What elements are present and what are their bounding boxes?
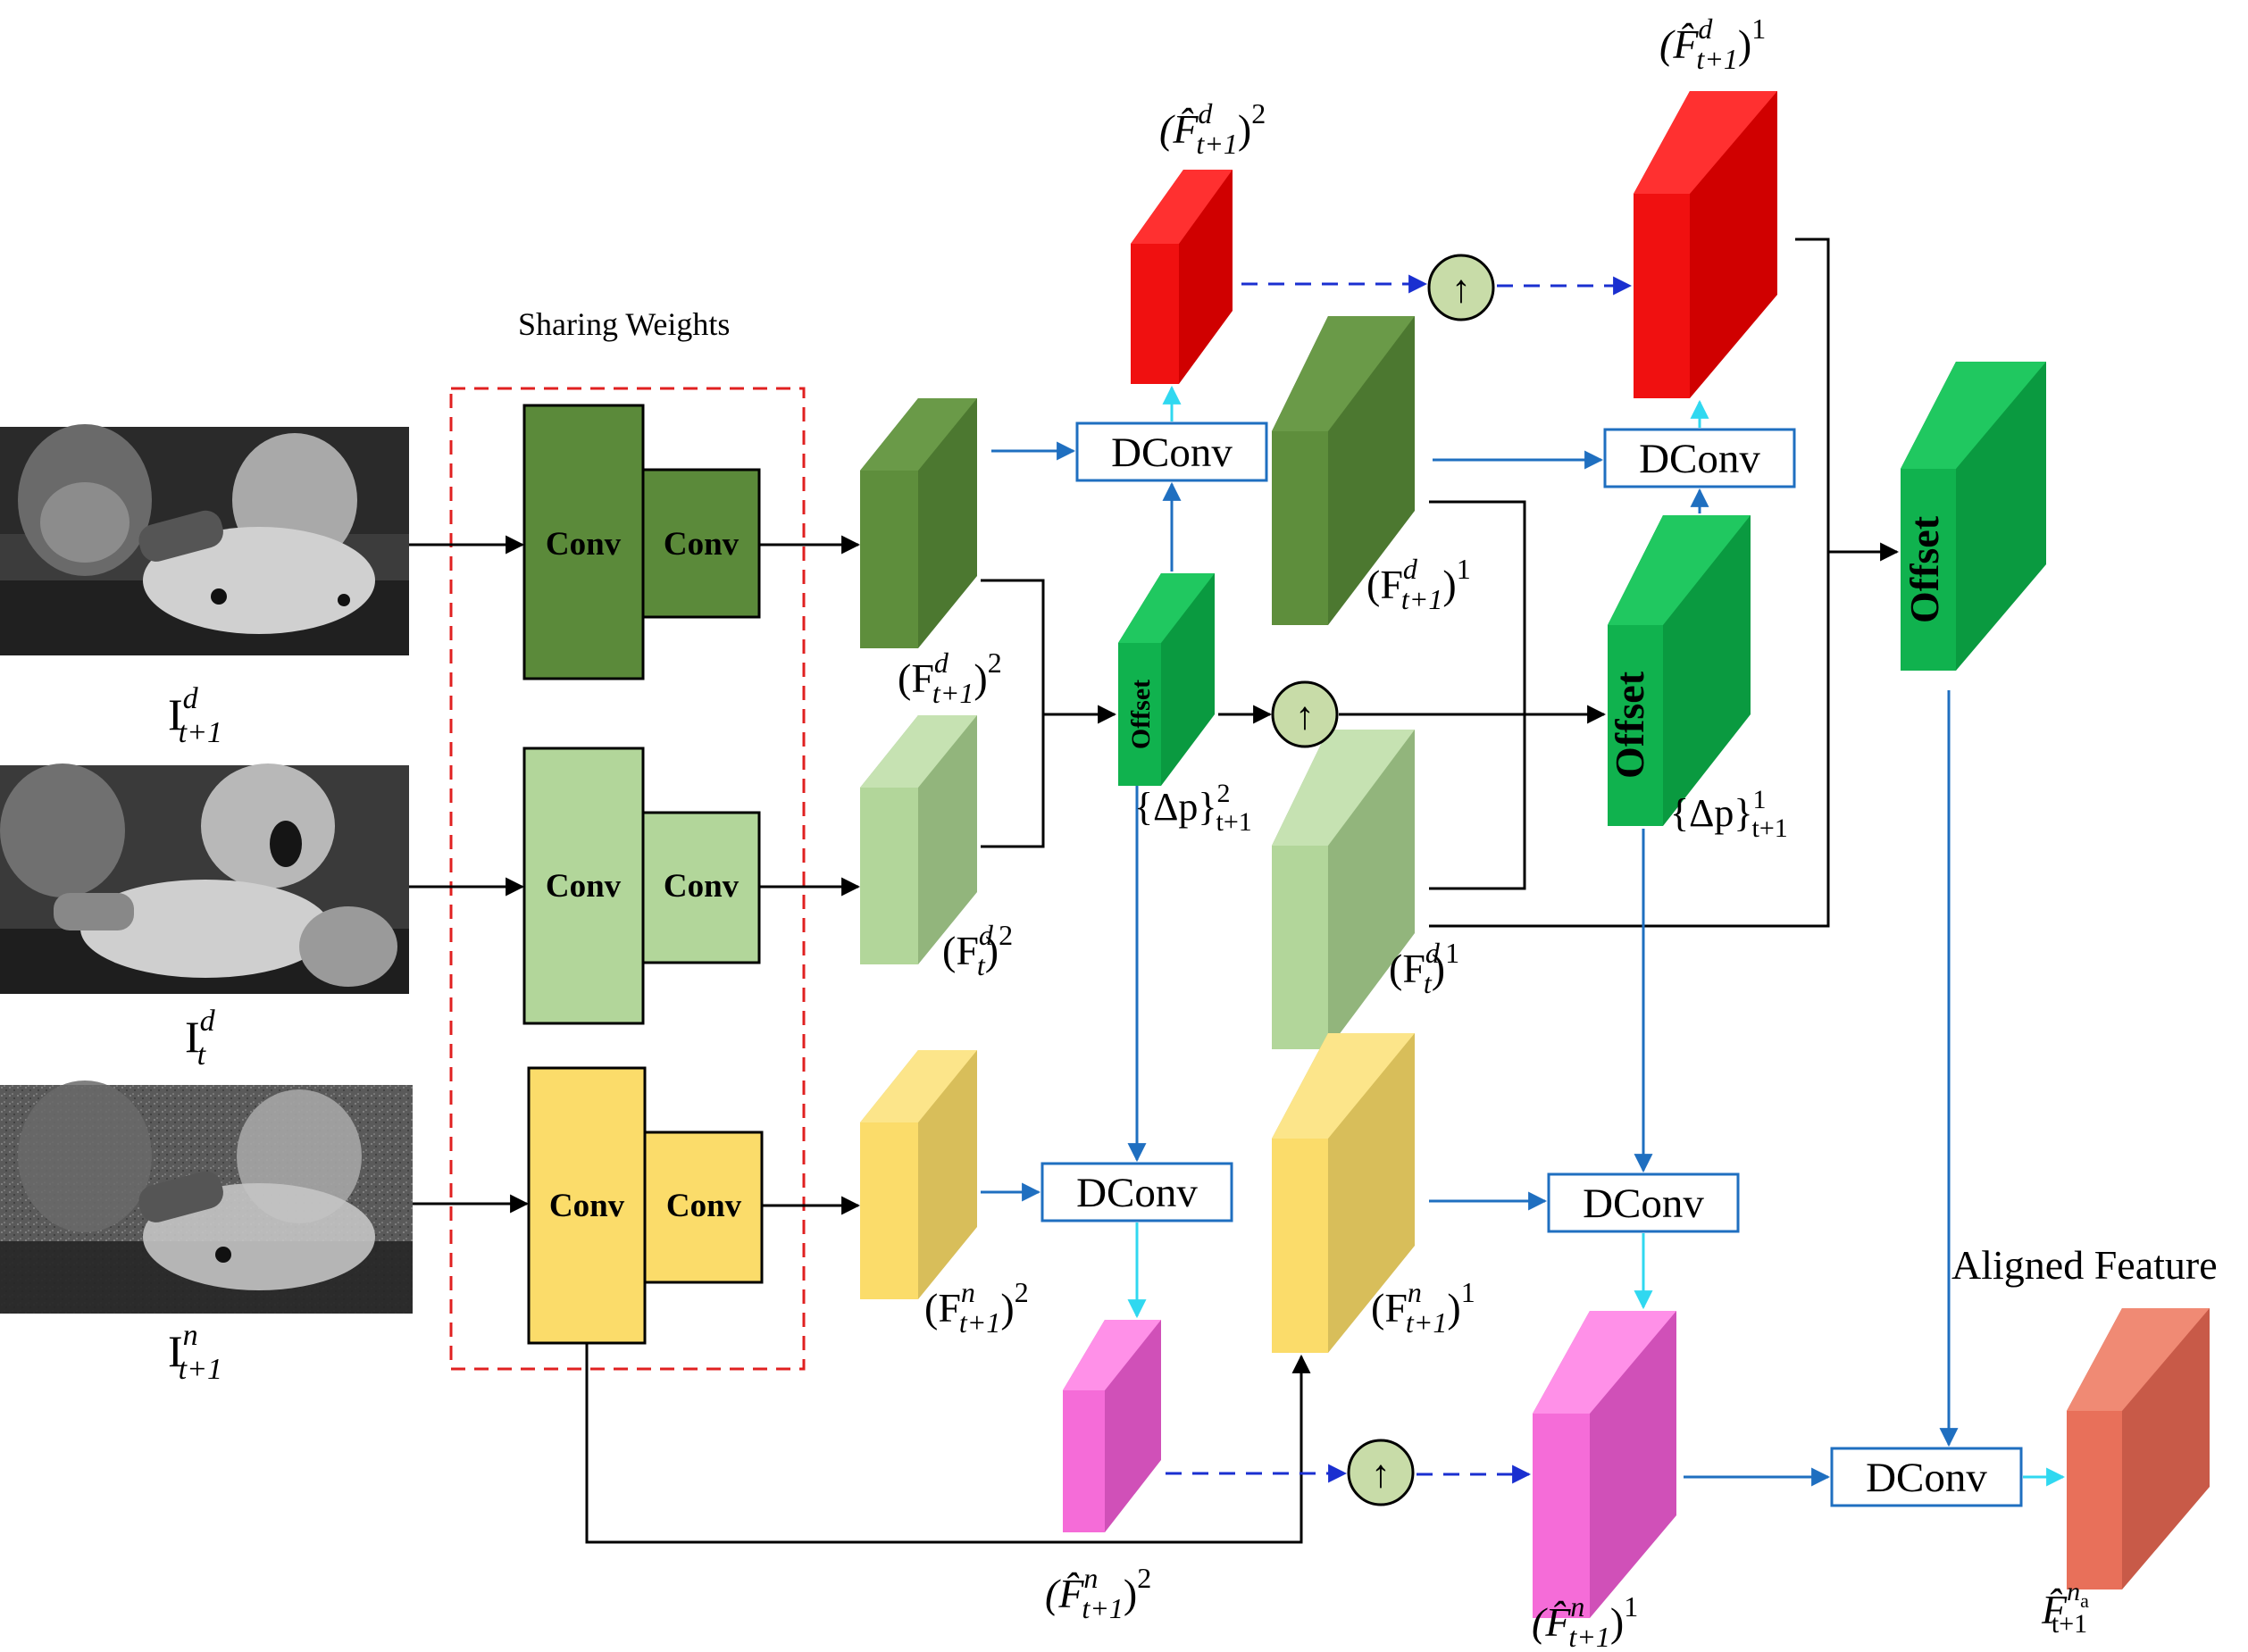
svg-text:DConv: DConv <box>1076 1170 1198 1216</box>
conv-label: Conv <box>549 1188 625 1224</box>
input-image-top <box>0 424 409 655</box>
sharing-weights-box <box>449 387 806 1371</box>
feature-block-aligned-output <box>2067 1308 2210 1589</box>
conv-pair-bottom: Conv Conv <box>527 1066 764 1345</box>
svg-text:↑: ↑ <box>1451 267 1471 311</box>
offset-block-final: Offset <box>1901 362 2046 671</box>
conv-block <box>522 747 645 1025</box>
upsample-circle-bottom: ↑ <box>1347 1439 1415 1506</box>
dconv-box-final: DConv <box>1830 1447 2023 1507</box>
input-image-middle <box>0 763 409 994</box>
feature-block-Fn-t1-level1 <box>1272 1033 1415 1353</box>
feature-block-Fhat-n-t1-level2 <box>1063 1320 1161 1532</box>
offset-block-level1: Offset <box>1607 515 1751 826</box>
svg-text:DConv: DConv <box>1583 1181 1704 1227</box>
feature-block-Fdt-level2 <box>860 715 977 964</box>
aligned-feature-label: Aligned Feature <box>1951 1242 2218 1288</box>
dconv-box-top-right: DConv <box>1603 428 1796 488</box>
conv-label: Conv <box>664 868 740 905</box>
conv-block <box>522 404 645 680</box>
dconv-box-bottom-left: DConv <box>1040 1162 1233 1222</box>
feature-block-Fd-t1-level1 <box>1272 316 1415 625</box>
conv-label: Conv <box>666 1188 742 1224</box>
svg-text:DConv: DConv <box>1111 430 1233 476</box>
offset-block-level2: Offset <box>1118 573 1215 786</box>
conv-pair-top: Conv Conv <box>522 404 761 680</box>
feature-block-Fn-t1-level2 <box>860 1050 977 1299</box>
offset-label: Offset <box>1901 515 1947 623</box>
svg-text:↑: ↑ <box>1295 694 1315 738</box>
upsample-circle-top: ↑ <box>1427 254 1495 321</box>
feature-block-Fd-t1-level2 <box>860 398 977 648</box>
dconv-box-top-left: DConv <box>1075 421 1268 482</box>
svg-text:DConv: DConv <box>1639 436 1760 482</box>
dconv-box-bottom-right: DConv <box>1547 1172 1740 1233</box>
conv-pair-middle: Conv Conv <box>522 747 761 1025</box>
upsample-circle-middle: ↑ <box>1271 680 1339 748</box>
conv-label: Conv <box>546 868 622 905</box>
offset-label: Offset <box>1126 680 1156 749</box>
svg-text:↑: ↑ <box>1371 1452 1391 1496</box>
conv-label: Conv <box>546 526 622 563</box>
conv-label: Conv <box>664 526 740 563</box>
feature-block-Fdt-level1 <box>1272 730 1415 1049</box>
input-image-bottom <box>0 1080 413 1314</box>
feature-block-Fhat-d-t1-level2 <box>1131 170 1233 384</box>
arrows <box>409 238 2066 1544</box>
svg-text:DConv: DConv <box>1866 1455 1987 1501</box>
sharing-weights-label: Sharing Weights <box>518 306 730 342</box>
feature-block-Fhat-d-t1-level1 <box>1634 91 1777 398</box>
conv-block <box>643 1131 764 1284</box>
feature-block-Fhat-n-t1-level1 <box>1533 1311 1676 1618</box>
offset-label: Offset <box>1607 671 1652 779</box>
